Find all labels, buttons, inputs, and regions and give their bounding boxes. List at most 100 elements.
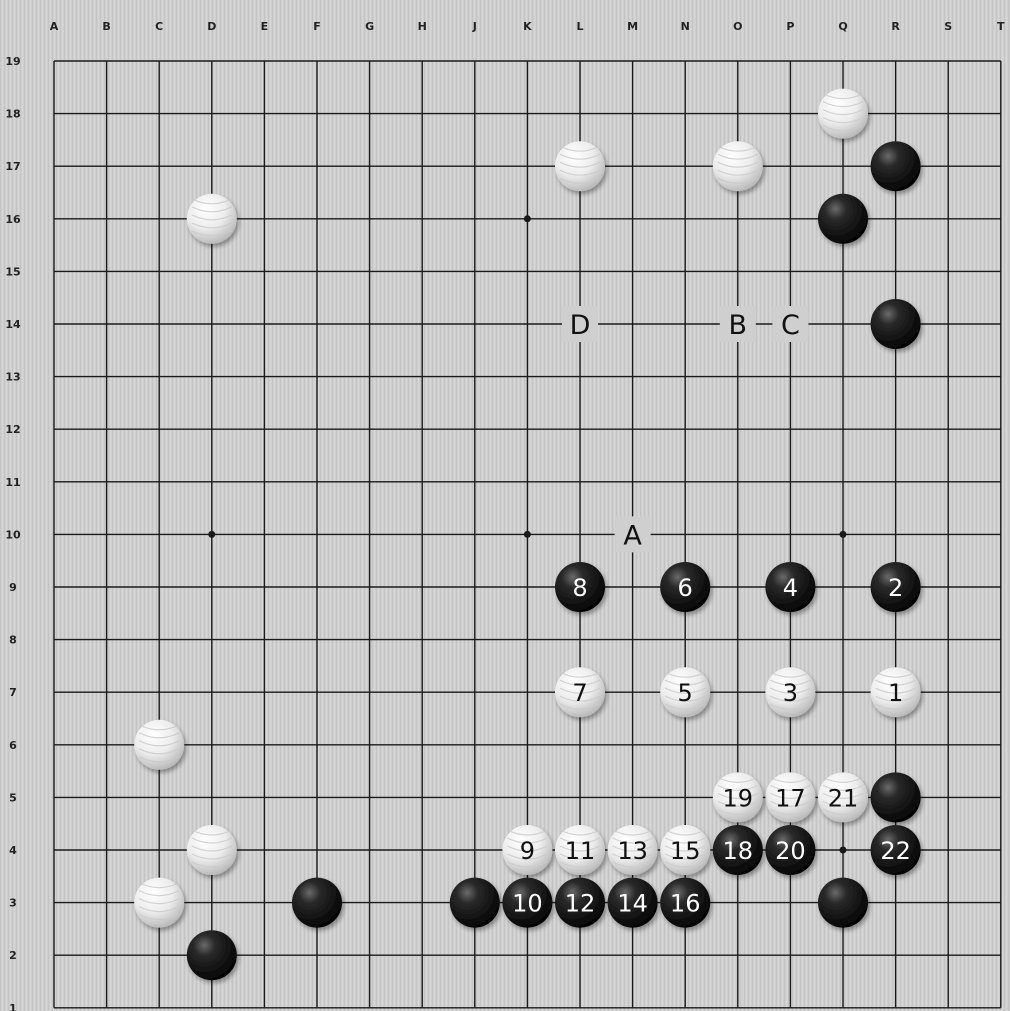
column-label: S (944, 20, 952, 33)
stone-body (292, 878, 342, 928)
white-stone-k4[interactable]: 9 (502, 825, 552, 875)
star-point (208, 531, 215, 538)
white-stone-c3[interactable] (134, 878, 184, 928)
row-label: 18 (5, 108, 20, 121)
white-stone-o5[interactable]: 19 (713, 772, 763, 822)
white-stone-d16[interactable] (187, 194, 237, 244)
black-stone-r14[interactable] (871, 299, 921, 349)
move-number: 8 (572, 574, 587, 602)
move-number: 13 (617, 837, 648, 865)
stone-body (818, 878, 868, 928)
stone-body (818, 194, 868, 244)
point-label-text: C (781, 310, 800, 341)
stone-body (187, 930, 237, 980)
move-number: 9 (520, 837, 535, 865)
point-label-text: D (570, 310, 591, 341)
row-label: 6 (9, 739, 17, 752)
white-stone-l4[interactable]: 11 (555, 825, 605, 875)
row-label: 8 (9, 634, 17, 647)
white-stone-l17[interactable] (555, 141, 605, 191)
point-label-c[interactable]: C (772, 306, 808, 342)
black-stone-n9[interactable]: 6 (660, 562, 710, 612)
black-stone-n3[interactable]: 16 (660, 878, 710, 928)
row-label: 15 (5, 265, 20, 278)
black-stone-r4[interactable]: 22 (871, 825, 921, 875)
column-label: L (576, 20, 583, 33)
white-stone-n4[interactable]: 15 (660, 825, 710, 875)
row-label: 3 (9, 897, 17, 910)
white-stone-p5[interactable]: 17 (765, 772, 815, 822)
move-number: 3 (783, 679, 798, 707)
move-number: 1 (888, 679, 903, 707)
row-label: 12 (5, 423, 20, 436)
move-number: 6 (678, 574, 693, 602)
column-label: D (207, 20, 216, 33)
column-label: R (891, 20, 900, 33)
column-label: H (418, 20, 427, 33)
black-stone-d2[interactable] (187, 930, 237, 980)
black-stone-o4[interactable]: 18 (713, 825, 763, 875)
black-stone-r17[interactable] (871, 141, 921, 191)
column-label: B (102, 20, 110, 33)
star-point (840, 847, 847, 854)
move-number: 11 (565, 837, 596, 865)
white-stone-l7[interactable]: 7 (555, 667, 605, 717)
move-number: 17 (775, 784, 806, 812)
row-label: 1 (9, 1002, 17, 1011)
white-stone-d4[interactable] (187, 825, 237, 875)
black-stone-l9[interactable]: 8 (555, 562, 605, 612)
black-stone-f3[interactable] (292, 878, 342, 928)
white-stone-q18[interactable] (818, 89, 868, 139)
column-label: J (472, 20, 477, 33)
black-stone-p9[interactable]: 4 (765, 562, 815, 612)
black-stone-q16[interactable] (818, 194, 868, 244)
row-label: 11 (5, 476, 20, 489)
column-label: Q (838, 20, 847, 33)
move-number: 14 (617, 890, 648, 918)
point-label-a[interactable]: A (615, 516, 651, 552)
point-label-d[interactable]: D (562, 306, 598, 342)
column-label: P (786, 20, 794, 33)
move-number: 5 (678, 679, 693, 707)
column-label: N (681, 20, 690, 33)
black-stone-p4[interactable]: 20 (765, 825, 815, 875)
point-label-b[interactable]: B (720, 306, 756, 342)
white-stone-n7[interactable]: 5 (660, 667, 710, 717)
row-label: 9 (9, 581, 17, 594)
black-stone-r5[interactable] (871, 772, 921, 822)
column-label: C (155, 20, 163, 33)
stone-body (871, 772, 921, 822)
move-number: 19 (723, 784, 754, 812)
column-label: O (733, 20, 742, 33)
star-point (524, 531, 531, 538)
column-label: E (261, 20, 269, 33)
black-stone-m3[interactable]: 14 (608, 878, 658, 928)
row-label: 19 (5, 55, 20, 68)
move-number: 2 (888, 574, 903, 602)
row-label: 2 (9, 949, 17, 962)
white-stone-q5[interactable]: 21 (818, 772, 868, 822)
point-label-text: A (623, 520, 642, 551)
column-label: A (50, 20, 59, 33)
black-stone-k3[interactable]: 10 (502, 878, 552, 928)
black-stone-j3[interactable] (450, 878, 500, 928)
move-number: 22 (880, 837, 911, 865)
row-label: 16 (5, 213, 21, 226)
column-label: M (627, 20, 638, 33)
white-stone-r7[interactable]: 1 (871, 667, 921, 717)
white-stone-c6[interactable] (134, 720, 184, 770)
row-label: 13 (5, 371, 20, 384)
black-stone-l3[interactable]: 12 (555, 878, 605, 928)
move-number: 4 (783, 574, 798, 602)
row-label: 7 (9, 686, 17, 699)
white-stone-o17[interactable] (713, 141, 763, 191)
black-stone-q3[interactable] (818, 878, 868, 928)
white-stone-p7[interactable]: 3 (765, 667, 815, 717)
white-stone-m4[interactable]: 13 (608, 825, 658, 875)
column-label: K (523, 20, 532, 33)
column-label: F (313, 20, 321, 33)
black-stone-r9[interactable]: 2 (871, 562, 921, 612)
row-label: 5 (9, 791, 17, 804)
